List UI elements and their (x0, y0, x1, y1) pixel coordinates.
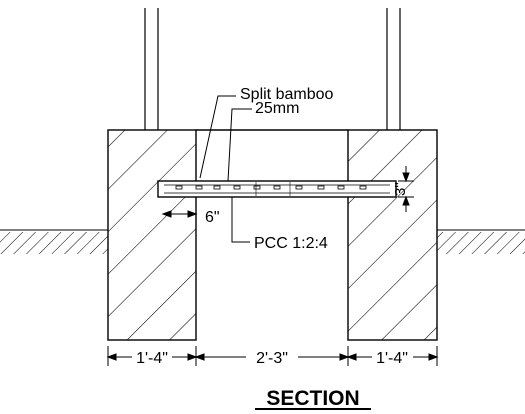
dimension-overlap (161, 210, 198, 218)
drawing-title: SECTION (266, 387, 359, 410)
label-thickness: 3" (392, 182, 409, 196)
bamboo-strips (175, 185, 367, 190)
upper-wall-left (144, 8, 159, 130)
dimension-left-wall: 1'-4" (136, 350, 168, 367)
dimension-opening: 2'-3" (256, 350, 288, 367)
leader-25mm (227, 108, 252, 182)
masonry-wall-right (347, 129, 438, 341)
leader-pcc (231, 197, 250, 243)
dimension-right-wall: 1'-4" (376, 350, 408, 367)
label-pcc-mix: PCC 1:2:4 (254, 235, 328, 252)
dimension-chain (106, 346, 439, 366)
dimension-thickness (398, 166, 414, 212)
ground-left (0, 229, 108, 254)
leader-split-bamboo (199, 95, 236, 179)
pcc-slab (157, 180, 397, 198)
upper-wall-right (386, 8, 401, 130)
label-overlap: 6" (205, 209, 220, 226)
masonry-wall-left (107, 129, 197, 341)
label-size: 25mm (255, 100, 299, 117)
ground-right (437, 229, 525, 254)
label-split-bamboo: Split bamboo (240, 86, 333, 103)
